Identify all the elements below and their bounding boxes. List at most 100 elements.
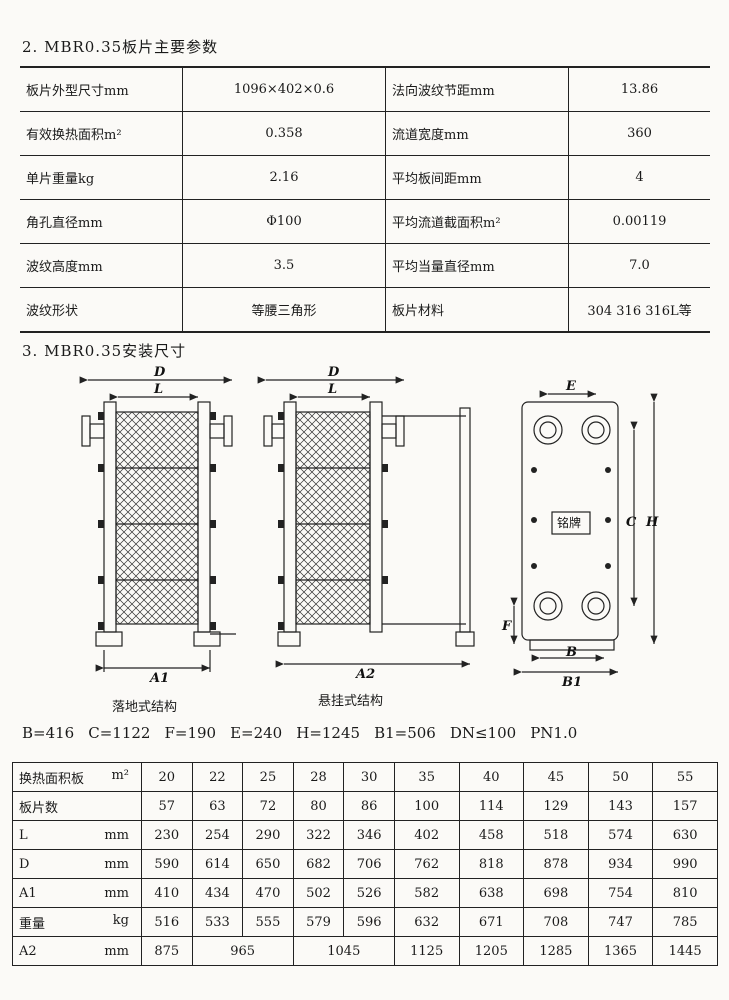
constant-value: B1=506 <box>374 724 436 742</box>
table-cell: 1045 <box>292 936 395 966</box>
param-cell: 有效换热面积m² <box>20 111 183 156</box>
table-cell: 502 <box>292 878 345 908</box>
table-cell: 1365 <box>587 936 654 966</box>
param-cell: 2.16 <box>182 155 386 200</box>
table-cell: 518 <box>523 820 589 850</box>
table-cell: 290 <box>242 820 294 850</box>
param-cell: 等腰三角形 <box>182 287 386 333</box>
table-cell: 63 <box>191 791 244 821</box>
label-d-floor: D <box>153 365 166 380</box>
param-cell: 13.86 <box>568 66 710 112</box>
constant-value: PN1.0 <box>530 724 578 742</box>
table-cell: 630 <box>652 820 718 850</box>
section-3-title: 3. MBR0.35安装尺寸 <box>22 342 187 360</box>
table-cell: 706 <box>343 849 395 879</box>
table-cell: 590 <box>141 849 193 879</box>
table-cell: 632 <box>393 907 460 937</box>
param-cell: 7.0 <box>568 243 710 288</box>
row-label: 板片数 <box>19 800 59 816</box>
label-l-floor: L <box>153 382 163 397</box>
param-cell: 角孔直径mm <box>20 199 183 244</box>
param-cell: 波纹高度mm <box>20 243 183 288</box>
param-cell: 平均流道截面积m² <box>385 199 569 244</box>
constant-value: DN≤100 <box>449 724 517 742</box>
row-unit: mm <box>104 943 129 959</box>
label-b1: B1 <box>561 675 582 690</box>
table-cell: 650 <box>242 849 294 879</box>
label-b: B <box>565 645 577 660</box>
row-header: 板片数 <box>12 791 142 821</box>
table-cell: 671 <box>458 907 525 937</box>
table-cell: 470 <box>242 878 294 908</box>
table-cell: 35 <box>393 762 460 792</box>
table-cell: 818 <box>458 849 525 879</box>
param-cell: 1096×402×0.6 <box>182 66 386 112</box>
param-cell: 法向波纹节距mm <box>385 66 569 112</box>
table-cell: 533 <box>191 907 244 937</box>
table-cell: 129 <box>523 791 589 821</box>
hanging-type-drawing <box>257 376 475 668</box>
label-a2: A2 <box>354 667 375 682</box>
param-cell: 波纹形状 <box>20 287 183 333</box>
param-cell: 平均板间距mm <box>385 155 569 200</box>
table-cell: 28 <box>292 762 345 792</box>
label-c: C <box>626 515 637 530</box>
table-cell: 762 <box>393 849 460 879</box>
param-cell: 流道宽度mm <box>385 111 569 156</box>
table-cell: 810 <box>652 878 718 908</box>
param-cell: 4 <box>568 155 710 200</box>
row-unit: mm <box>104 885 129 901</box>
floor-type-drawing <box>79 376 236 672</box>
row-label: D <box>19 856 30 872</box>
table-cell: 458 <box>458 820 525 850</box>
caption-floor-type: 落地式结构 <box>112 700 178 715</box>
table-cell: 965 <box>191 936 294 966</box>
param-cell: 360 <box>568 111 710 156</box>
param-cell: 304 316 316L等 <box>568 287 710 333</box>
param-cell: Φ100 <box>182 199 386 244</box>
table-cell: 1445 <box>652 936 718 966</box>
param-cell: 单片重量kg <box>20 155 183 200</box>
table-cell: 50 <box>587 762 654 792</box>
label-h: H <box>645 515 659 530</box>
table-cell: 45 <box>523 762 589 792</box>
constant-value: B=416 <box>22 724 75 742</box>
table-cell: 114 <box>458 791 525 821</box>
table-cell: 410 <box>141 878 193 908</box>
table-cell: 322 <box>292 820 345 850</box>
table-cell: 574 <box>587 820 654 850</box>
constant-value: C=1122 <box>88 724 151 742</box>
table-cell: 698 <box>523 878 589 908</box>
table-cell: 682 <box>292 849 345 879</box>
table-cell: 230 <box>141 820 193 850</box>
label-a1: A1 <box>148 671 169 686</box>
table-cell: 878 <box>523 849 589 879</box>
constant-value: F=190 <box>164 724 217 742</box>
param-cell: 3.5 <box>182 243 386 288</box>
table-cell: 402 <box>393 820 460 850</box>
plate-front-view <box>510 390 658 676</box>
row-label: 换热面积板 <box>19 771 85 787</box>
installation-drawing: D L A1 D L A2 E C H F B B1 铭牌 <box>79 365 659 690</box>
table-cell: 785 <box>652 907 718 937</box>
table-cell: 579 <box>292 907 345 937</box>
table-cell: 22 <box>191 762 244 792</box>
table-cell: 434 <box>191 878 244 908</box>
table-cell: 346 <box>343 820 395 850</box>
table-cell: 25 <box>242 762 294 792</box>
